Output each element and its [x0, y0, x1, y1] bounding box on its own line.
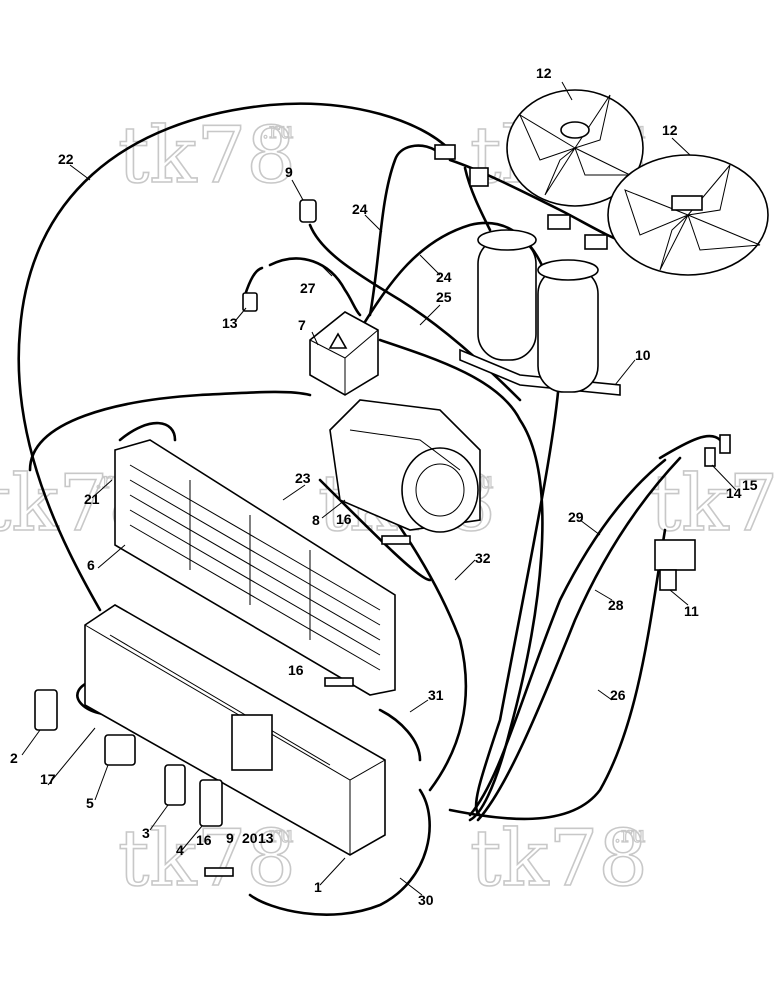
cable-22 [17, 102, 452, 612]
cable-fan-b [463, 166, 492, 232]
callout-5: 5 [86, 795, 94, 811]
condenser-fan-1 [506, 89, 644, 207]
sensor-16c [204, 867, 234, 877]
cable-31 [378, 708, 422, 762]
callout-29: 29 [568, 509, 584, 525]
sensor-15 [719, 434, 731, 454]
callout-7: 7 [298, 317, 306, 333]
cable-13 [243, 266, 264, 297]
callout-32: 32 [475, 550, 491, 566]
switch-9 [299, 199, 317, 223]
callout-14: 14 [726, 485, 742, 501]
components [34, 89, 769, 877]
cable-14-lead [658, 434, 722, 460]
callout-3: 3 [142, 825, 150, 841]
callout-17: 17 [40, 771, 56, 787]
cable-loop [118, 421, 177, 442]
compressors [459, 229, 621, 396]
plug [469, 167, 489, 187]
blower-motor-8 [329, 399, 481, 533]
callout-1: 1 [314, 879, 322, 895]
watermark: tk78 [650, 459, 777, 549]
callout-6: 6 [87, 557, 95, 573]
plug [584, 234, 608, 250]
callout-8: 8 [312, 512, 320, 528]
callout-10: 10 [635, 347, 651, 363]
callout-30: 30 [418, 892, 434, 908]
callout-11: 11 [684, 603, 699, 619]
connector-13 [242, 292, 258, 312]
condenser-fan-2 [607, 154, 769, 276]
callout-22: 22 [58, 151, 74, 167]
plug [434, 144, 456, 160]
connector-2 [34, 689, 58, 731]
callout-12a: 12 [536, 65, 552, 81]
housing-1 [84, 604, 386, 856]
watermark-suffix: .ru [262, 823, 294, 848]
cable-24a [368, 144, 437, 317]
cable-27 [268, 257, 362, 317]
callout-12b: 12 [662, 122, 678, 138]
callout-25: 25 [436, 289, 452, 305]
callout-13b: 13 [258, 830, 274, 846]
cable-21 [28, 390, 312, 472]
cable-26 [448, 528, 667, 821]
watermark: tk78 [118, 111, 296, 201]
callout-9: 9 [285, 164, 293, 180]
watermark: tk78 [118, 814, 296, 904]
cable-28 [476, 456, 682, 822]
leaders [21, 81, 737, 896]
callout-4: 4 [176, 842, 184, 858]
callout-23: 23 [295, 470, 311, 486]
callout-28: 28 [608, 597, 624, 613]
evaporator-coil-6 [114, 439, 396, 696]
module-5 [104, 734, 136, 766]
connector-3 [164, 764, 186, 806]
callout-16b: 16 [336, 511, 352, 527]
junction-box-7 [309, 311, 379, 396]
callout-15: 15 [742, 477, 758, 493]
sensor-14 [704, 447, 716, 467]
sensor-16b [381, 535, 411, 545]
callout-26: 26 [610, 687, 626, 703]
cable-30 [248, 788, 431, 916]
callout-21: 21 [84, 491, 100, 507]
sensor-16a [324, 677, 354, 687]
watermark-suffix: .ru [614, 823, 646, 848]
watermark-suffix: .ru [262, 119, 294, 144]
callout-16a: 16 [288, 662, 304, 678]
callout-24b: 24 [436, 269, 452, 285]
watermark: tk78 [470, 814, 648, 904]
callout-20: 20 [242, 830, 258, 846]
connector-4 [199, 779, 223, 827]
cable-29 [468, 458, 667, 817]
callout-2: 2 [10, 750, 18, 766]
valve-11 [654, 539, 696, 591]
callout-27: 27 [300, 280, 316, 296]
callout-16c: 16 [196, 832, 212, 848]
callouts: 1 2 3 4 5 6 7 8 9 10 11 12 12 13 14 15 1… [10, 65, 758, 908]
callout-9b: 9 [226, 830, 234, 846]
callout-24a: 24 [352, 201, 368, 217]
callout-13: 13 [222, 315, 238, 331]
callout-31: 31 [428, 687, 444, 703]
plug [547, 214, 571, 230]
cable-25 [378, 338, 544, 822]
